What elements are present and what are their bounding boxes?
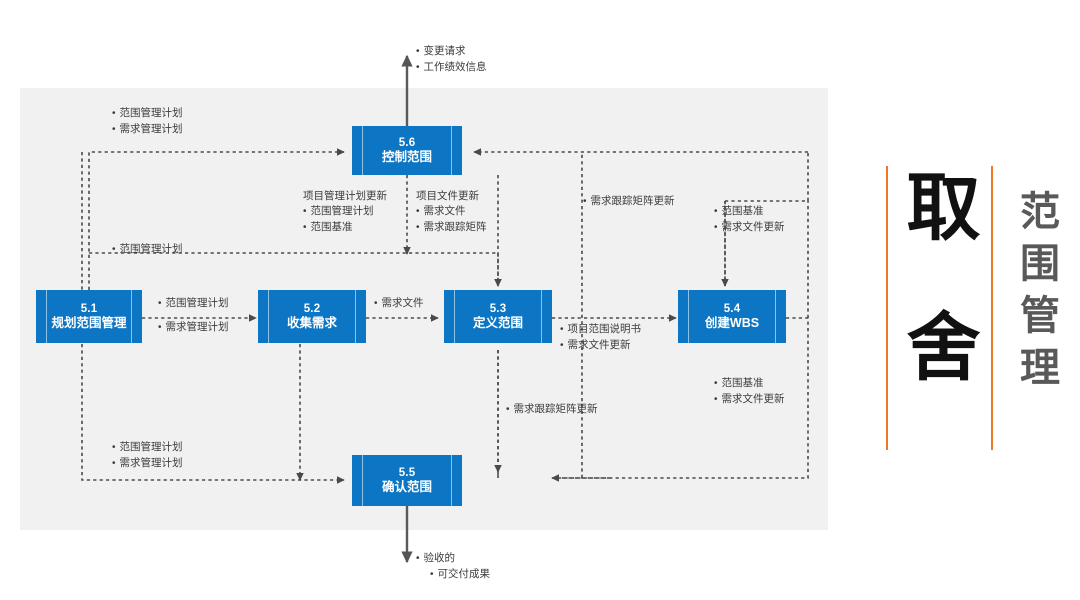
label-project-document-update: 项目文件更新 需求文件 需求跟踪矩阵 <box>416 189 487 235</box>
label-requirements-doc: 需求文件 <box>374 296 424 312</box>
label-baseline-docs-top: 范围基准 需求文件更新 <box>714 204 785 235</box>
process-box-5-6[interactable]: 5.6 控制范围 <box>352 126 462 175</box>
label-line: 验收的 <box>416 551 490 567</box>
label-rtm-update-top: 需求跟踪矩阵更新 <box>583 194 675 210</box>
label-line: 需求文件 <box>374 296 424 312</box>
process-name: 创建WBS <box>704 315 760 330</box>
decorative-subtitle-vertical: 范围管理 <box>1013 190 1059 398</box>
label-line: 需求跟踪矩阵 <box>416 220 487 236</box>
label-line: 需求文件更新 <box>714 220 785 236</box>
wire-51-to-53 <box>89 252 502 287</box>
label-top-left-plans: 范围管理计划 需求管理计划 <box>112 106 183 137</box>
label-line: 需求文件 <box>416 204 487 220</box>
process-box-5-1[interactable]: 5.1 规划范围管理 <box>36 290 142 343</box>
label-line: 需求跟踪矩阵更新 <box>506 402 598 418</box>
label-line: 需求跟踪矩阵更新 <box>583 194 675 210</box>
process-number: 5.1 <box>80 302 98 315</box>
label-line: 需求文件更新 <box>560 338 641 354</box>
process-number: 5.6 <box>398 136 416 149</box>
label-line: 范围管理计划 <box>112 242 183 258</box>
accent-rule-right <box>991 166 993 450</box>
label-line: 变更请求 <box>416 44 487 60</box>
wire-51-to-56 <box>88 148 345 290</box>
label-rtm-update-bottom: 需求跟踪矩阵更新 <box>506 402 598 418</box>
process-name: 规划范围管理 <box>51 315 127 330</box>
process-box-5-4[interactable]: 5.4 创建WBS <box>678 290 786 343</box>
box-edge-left <box>688 290 689 343</box>
label-header: 项目文件更新 <box>416 190 479 202</box>
label-line: 需求管理计划 <box>158 320 229 336</box>
box-edge-right <box>451 126 452 175</box>
process-number: 5.5 <box>398 466 416 479</box>
label-line: 范围基准 <box>714 204 785 220</box>
label-header: 项目管理计划更新 <box>303 190 387 202</box>
label-scope-statement: 项目范围说明书 需求文件更新 <box>560 322 642 354</box>
box-edge-right <box>775 290 776 343</box>
process-box-5-3[interactable]: 5.3 定义范围 <box>444 290 552 343</box>
box-edge-left <box>362 455 363 506</box>
label-line: 需求管理计划 <box>112 456 183 472</box>
label-top-output: 变更请求 工作绩效信息 <box>416 44 487 75</box>
process-number: 5.3 <box>489 302 507 315</box>
box-edge-left <box>362 126 363 175</box>
label-line: 范围基准 <box>303 220 387 236</box>
label-line: 范围基准 <box>714 376 785 392</box>
process-number: 5.2 <box>303 302 321 315</box>
box-edge-right <box>355 290 356 343</box>
wire-left-rail-to-55 <box>81 152 345 484</box>
box-edge-left <box>454 290 455 343</box>
process-name: 控制范围 <box>381 149 432 164</box>
box-edge-right <box>131 290 132 343</box>
label-bottom-output: 验收的 可交付成果 <box>416 551 491 583</box>
label-line: 项目范围说明书 <box>560 322 642 338</box>
accent-rule-left <box>886 166 888 450</box>
box-edge-left <box>268 290 269 343</box>
label-51-outputs: 范围管理计划 需求管理计划 <box>158 296 229 335</box>
process-box-5-2[interactable]: 5.2 收集需求 <box>258 290 366 343</box>
label-mid-left-plan: 范围管理计划 <box>112 242 183 258</box>
process-name: 确认范围 <box>381 479 432 494</box>
process-number: 5.4 <box>723 302 741 315</box>
label-baseline-docs-bottom: 范围基准 需求文件更新 <box>714 376 785 407</box>
label-bottom-left-plans: 范围管理计划 需求管理计划 <box>112 440 183 471</box>
process-name: 定义范围 <box>472 315 523 330</box>
wire-54-down-rail <box>552 317 809 479</box>
label-line: 需求管理计划 <box>112 122 183 138</box>
box-edge-right <box>541 290 542 343</box>
label-pm-plan-update: 项目管理计划更新 范围管理计划 范围基准 <box>303 189 387 235</box>
label-line: 工作绩效信息 <box>416 60 487 76</box>
box-edge-left <box>46 290 47 343</box>
label-line: 范围管理计划 <box>158 296 229 312</box>
process-name: 收集需求 <box>286 315 337 330</box>
process-box-5-5[interactable]: 5.5 确认范围 <box>352 455 462 506</box>
label-line: 可交付成果 <box>416 567 491 583</box>
decorative-title-vertical: 取舍 <box>894 168 980 448</box>
label-line: 需求文件更新 <box>714 392 785 408</box>
box-edge-right <box>451 455 452 506</box>
label-line: 范围管理计划 <box>112 106 183 122</box>
label-line: 范围管理计划 <box>303 204 387 220</box>
label-line: 范围管理计划 <box>112 440 183 456</box>
